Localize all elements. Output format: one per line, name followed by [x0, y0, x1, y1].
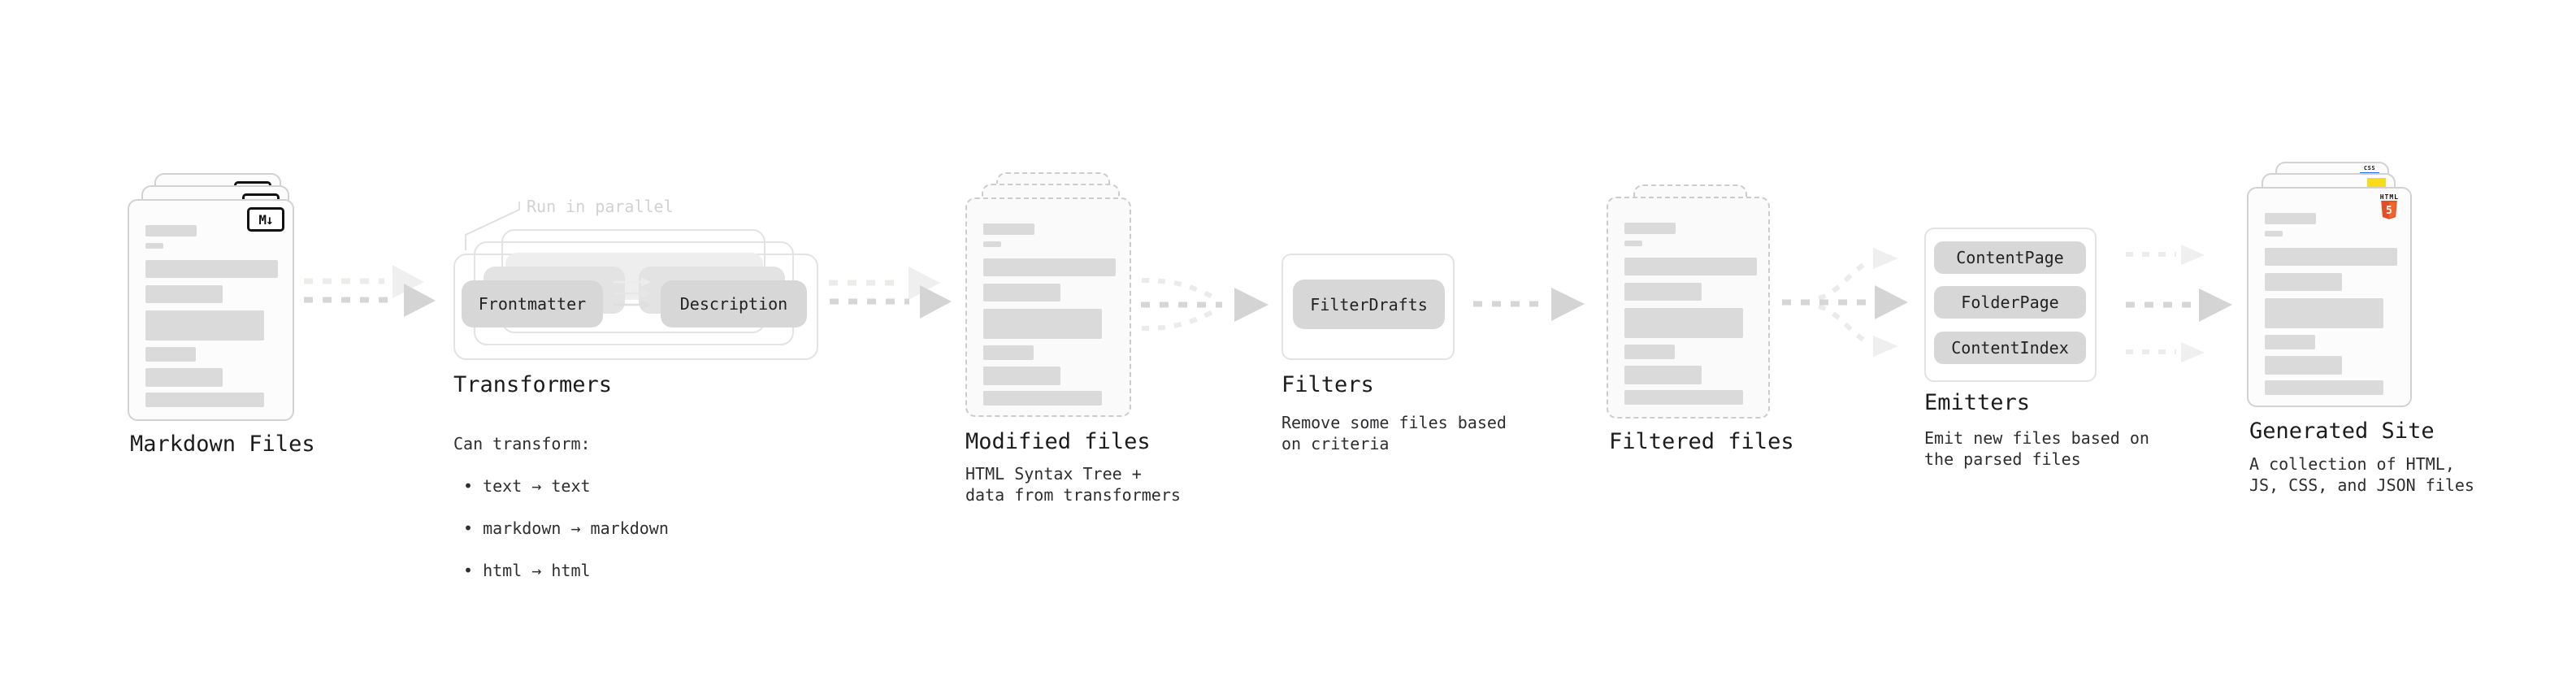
- markdown-file-card-front: M↓: [128, 199, 294, 421]
- placeholder-bar: [983, 391, 1102, 406]
- placeholder-bar: [2265, 380, 2383, 395]
- description-pill: Description: [661, 280, 807, 327]
- placeholder-text-bars: [1624, 223, 1757, 405]
- placeholder-bar: [2265, 356, 2342, 375]
- modified-file-card-front: [965, 197, 1131, 417]
- placeholder-bar: [983, 258, 1116, 276]
- contentindex-pill: ContentIndex: [1934, 332, 2086, 364]
- generated-site-description: A collection of HTML, JS, CSS, and JSON …: [2249, 454, 2474, 495]
- transformers-description: Can transform: • text → text • markdown …: [453, 412, 669, 602]
- markdown-files-title: Markdown Files: [130, 432, 315, 457]
- arrow-filtered-to-emitters: [1782, 248, 1908, 357]
- html5-icon-number: 5: [2386, 205, 2392, 217]
- contentpage-pill: ContentPage: [1934, 241, 2086, 274]
- placeholder-bar: [145, 393, 264, 407]
- placeholder-bar: [145, 260, 278, 278]
- arrow-transformers-to-modified: [829, 267, 952, 319]
- arrow-emitters-to-generated: [2126, 245, 2232, 362]
- html5-icon-label: HTML: [2379, 193, 2399, 201]
- generated-file-card-front: HTML 5: [2247, 187, 2412, 407]
- placeholder-bar: [983, 345, 1034, 360]
- placeholder-bar: [1624, 308, 1743, 338]
- transform-bullet: • markdown → markdown: [463, 518, 669, 538]
- placeholder-bar: [145, 243, 163, 249]
- placeholder-bar: [145, 285, 223, 303]
- placeholder-bar: [1624, 258, 1757, 275]
- placeholder-text-bars: [983, 223, 1116, 406]
- placeholder-bar: [145, 347, 196, 362]
- placeholder-bar: [2265, 273, 2342, 291]
- placeholder-bar: [983, 223, 1034, 235]
- placeholder-bar: [1624, 223, 1676, 234]
- filtered-file-card-front: [1607, 197, 1770, 419]
- css-icon-label: CSS: [2363, 165, 2376, 171]
- placeholder-bar: [1624, 241, 1642, 246]
- placeholder-bar: [1624, 390, 1743, 405]
- placeholder-bar: [2265, 298, 2383, 328]
- placeholder-bar: [983, 367, 1060, 385]
- placeholder-bar: [983, 284, 1060, 301]
- html5-shield: 5: [2381, 201, 2398, 219]
- transform-bullet: • html → html: [463, 561, 591, 580]
- placeholder-bar: [145, 368, 223, 387]
- modified-files-description: HTML Syntax Tree + data from transformer…: [965, 464, 1181, 505]
- placeholder-bar: [1624, 345, 1675, 359]
- placeholder-bar: [145, 310, 264, 340]
- placeholder-text-bars: [2265, 213, 2397, 395]
- placeholder-bar: [2265, 335, 2315, 349]
- filters-description: Remove some files based on criteria: [1281, 413, 1507, 453]
- html5-icon: HTML 5: [2380, 193, 2399, 220]
- transform-bullet: • text → text: [463, 476, 591, 496]
- placeholder-bar: [2265, 231, 2283, 236]
- modified-files-title: Modified files: [965, 429, 1151, 454]
- placeholder-bar: [2265, 248, 2397, 266]
- placeholder-bar: [1624, 283, 1702, 301]
- placeholder-bar: [983, 241, 1001, 247]
- emitters-description: Emit new files based on the parsed files: [1924, 428, 2149, 469]
- filtered-files-title: Filtered files: [1609, 429, 1794, 454]
- placeholder-bar: [145, 225, 197, 236]
- frontmatter-pill: Frontmatter: [462, 280, 603, 327]
- placeholder-bar: [2265, 213, 2316, 224]
- arrow-markdown-to-transformers: [304, 265, 436, 317]
- emitters-title: Emitters: [1924, 390, 2031, 415]
- can-transform-heading: Can transform:: [453, 434, 591, 453]
- markdown-icon: M↓: [247, 207, 284, 232]
- placeholder-bar: [1624, 366, 1702, 384]
- transformers-title: Transformers: [453, 372, 613, 397]
- arrow-filters-to-filtered: [1473, 288, 1585, 321]
- filters-title: Filters: [1281, 372, 1374, 397]
- generated-site-title: Generated Site: [2249, 419, 2435, 444]
- placeholder-text-bars: [145, 225, 278, 407]
- filterdrafts-pill: FilterDrafts: [1293, 280, 1445, 329]
- run-in-parallel-note: Run in parallel: [527, 197, 674, 216]
- arrow-modified-to-filters: [1141, 278, 1268, 331]
- folderpage-pill: FolderPage: [1934, 286, 2086, 319]
- placeholder-bar: [983, 309, 1102, 339]
